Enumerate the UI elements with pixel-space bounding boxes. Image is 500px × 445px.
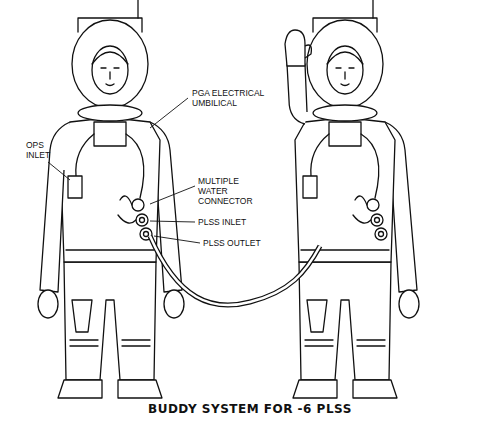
leader-lines <box>48 98 200 243</box>
part-label: OPS INLET <box>26 140 56 160</box>
buddy-hose <box>150 236 320 305</box>
part-label: MULTIPLE WATER CONNECTOR <box>198 176 270 206</box>
diagram-title: BUDDY SYSTEM FOR -6 PLSS <box>148 402 352 416</box>
right-astronaut <box>285 0 419 398</box>
part-label: PLSS INLET <box>198 217 278 227</box>
buddy-hose-inner <box>150 236 320 305</box>
part-label: PGA ELECTRICAL UMBILICAL <box>192 88 264 108</box>
part-label: PLSS OUTLET <box>203 238 283 248</box>
